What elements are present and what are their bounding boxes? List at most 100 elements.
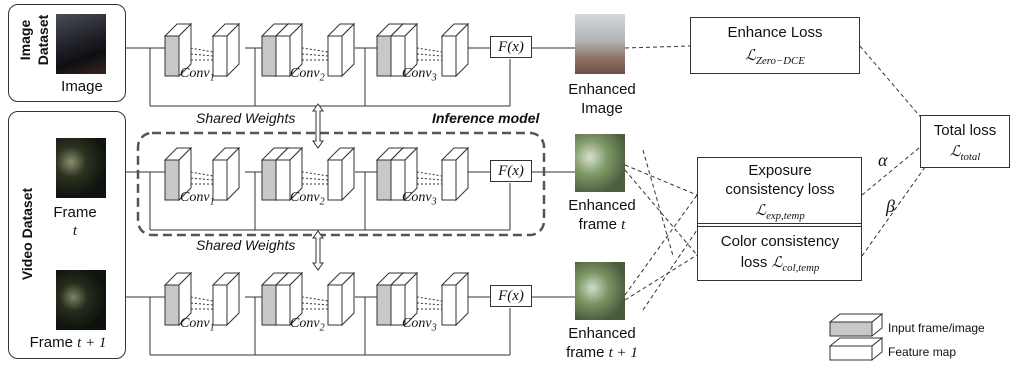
conv1-out-slab-image (211, 22, 241, 78)
enhanced-frame-t1-photo (575, 262, 625, 320)
conv1-in-slab-0-frame-t (163, 146, 193, 202)
conv2-label-row2: Conv2 (290, 190, 325, 208)
loss-sub: total (960, 150, 981, 163)
loss-sub: Zero−DCE (755, 54, 805, 67)
enhanced-frame-t1-label: Enhanced frame t + 1 (566, 324, 638, 363)
enhanced-image-photo (575, 14, 625, 74)
conv3-out-slab-image-front (441, 35, 457, 77)
conv2-out-slab-image (326, 22, 356, 78)
frame-t1-word: Frame (29, 334, 73, 351)
conv-text: Conv (290, 190, 320, 205)
loss-sub: col,temp (782, 261, 820, 274)
conv3-in-slab-0-image-front (376, 35, 392, 77)
conv3-in-slab-0-frame-t-front (376, 159, 392, 201)
conv1-out-slab-frame-t1 (211, 271, 241, 327)
shared-weights-top-arrow (312, 103, 324, 149)
dark-garden-frame-t1 (56, 270, 106, 330)
fx-box-frame-t1: F(x) (490, 285, 532, 307)
legend-input-label: Input frame/image (888, 321, 985, 335)
conv-sub: 3 (431, 72, 437, 84)
legend-feature-swatch (828, 336, 884, 362)
shared-weights-top-label: Shared Weights (196, 110, 296, 126)
loss-sub: exp,temp (766, 209, 805, 222)
enhanced-image-line1: Enhanced (568, 81, 636, 98)
conv1-in-slab-0-image-front (164, 35, 180, 77)
enhanced-frame-t1-var: t + 1 (608, 345, 638, 361)
shared-weights-bottom-arrow-shape (312, 230, 324, 271)
conv1-in-slab-0-frame-t1 (163, 271, 193, 327)
color-loss-word: loss (740, 254, 768, 271)
legend-input-swatch (828, 312, 884, 338)
conv3-feat-slab-1-image-front (390, 35, 406, 77)
inference-model-label: Inference model (432, 110, 540, 126)
conv2-out-slab-frame-t (326, 146, 356, 202)
conv2-label-row1: Conv2 (290, 66, 325, 84)
total-loss-box (920, 115, 1010, 168)
enhanced-frame-t-label: Enhanced frame t (568, 196, 636, 235)
conv3-out-slab-image (440, 22, 470, 78)
alpha-weight: α (878, 150, 888, 170)
shared-weights-bottom-label: Shared Weights (196, 237, 296, 253)
conv2-label-row3: Conv2 (290, 316, 325, 334)
color-loss-line2: loss ℒcol,temp (741, 253, 820, 274)
shared-weights-top-arrow-shape (312, 103, 324, 149)
fx-box-frame-t: F(x) (490, 160, 532, 182)
enhance-loss-title: Enhance Loss (727, 24, 823, 41)
color-loss-line1: Color consistency (720, 233, 840, 250)
conv-text: Conv (290, 316, 320, 331)
frame-t1-var: t + 1 (77, 335, 107, 351)
image-label: Image (61, 78, 103, 95)
conv1-label-row3: Conv1 (180, 316, 215, 334)
conv2-in-slab-0-frame-t1-front (261, 284, 277, 326)
conv-text: Conv (180, 316, 210, 331)
conv3-in-slab-0-frame-t1-front (376, 284, 392, 326)
conv-text: Conv (290, 66, 320, 81)
inference-model-frame (136, 131, 546, 237)
conv-sub: 3 (431, 322, 437, 334)
conv-sub: 1 (209, 196, 215, 208)
enhanced-frame-t1-line2: frame (566, 344, 605, 361)
exposure-loss-line2: consistency loss (725, 181, 835, 198)
frame-t1-to-color (624, 254, 698, 301)
conv2-feat-slab-1-frame-t-front (275, 159, 291, 201)
fx-box-image: F(x) (490, 36, 532, 58)
frame-t1-cross (642, 229, 698, 311)
conv-text: Conv (402, 190, 432, 205)
conv2-out-slab-image-front (327, 35, 343, 77)
conv-text: Conv (402, 66, 432, 81)
conv2-feat-slab-1-frame-t1 (274, 271, 304, 327)
conv-sub: 2 (319, 72, 325, 84)
color-to-total (861, 159, 931, 257)
proj-line-2-0-frame-t1 (289, 294, 329, 302)
frame-t-var: t (72, 223, 78, 239)
conv1-out-slab-frame-t1-front (212, 284, 228, 326)
loss-sym: ℒ (745, 48, 756, 64)
shared-weights-bottom-arrow (312, 230, 324, 271)
proj-line-2-0-frame-t (289, 169, 329, 177)
conv3-label-row3: Conv3 (402, 316, 437, 334)
conv3-feat-slab-1-image (389, 22, 419, 78)
conv3-feat-slab-1-frame-t1 (389, 271, 419, 327)
conv3-feat-slab-1-frame-t-front (390, 159, 406, 201)
enhanced-frame-t-photo (575, 134, 625, 192)
frame-t-word: Frame (53, 204, 97, 221)
loss-sym: ℒ (771, 255, 783, 271)
exposure-loss-line1: Exposure (748, 162, 812, 179)
enhanced-image-line2: Image (581, 100, 623, 117)
conv2-out-slab-frame-t1-front (327, 284, 343, 326)
proj-line-2-0-image (289, 45, 329, 53)
conv-text: Conv (180, 66, 210, 81)
conv-sub: 3 (431, 196, 437, 208)
frame-t-cross (642, 149, 674, 257)
enhance-loss-to-total (859, 45, 931, 129)
conv3-label-row2: Conv3 (402, 190, 437, 208)
frame-t1-label: Frame t + 1 (30, 334, 107, 352)
conv2-in-slab-0-frame-t-front (261, 159, 277, 201)
legend-feature-label: Feature map (888, 345, 957, 359)
conv-sub: 1 (209, 72, 215, 84)
enhance-loss-box (690, 17, 860, 74)
conv3-out-slab-frame-t1 (440, 271, 470, 327)
enhance-loss-symbol: ℒZero−DCE (745, 46, 805, 67)
conv1-in-slab-0-image (163, 22, 193, 78)
conv1-in-slab-0-frame-t-front (164, 159, 180, 201)
